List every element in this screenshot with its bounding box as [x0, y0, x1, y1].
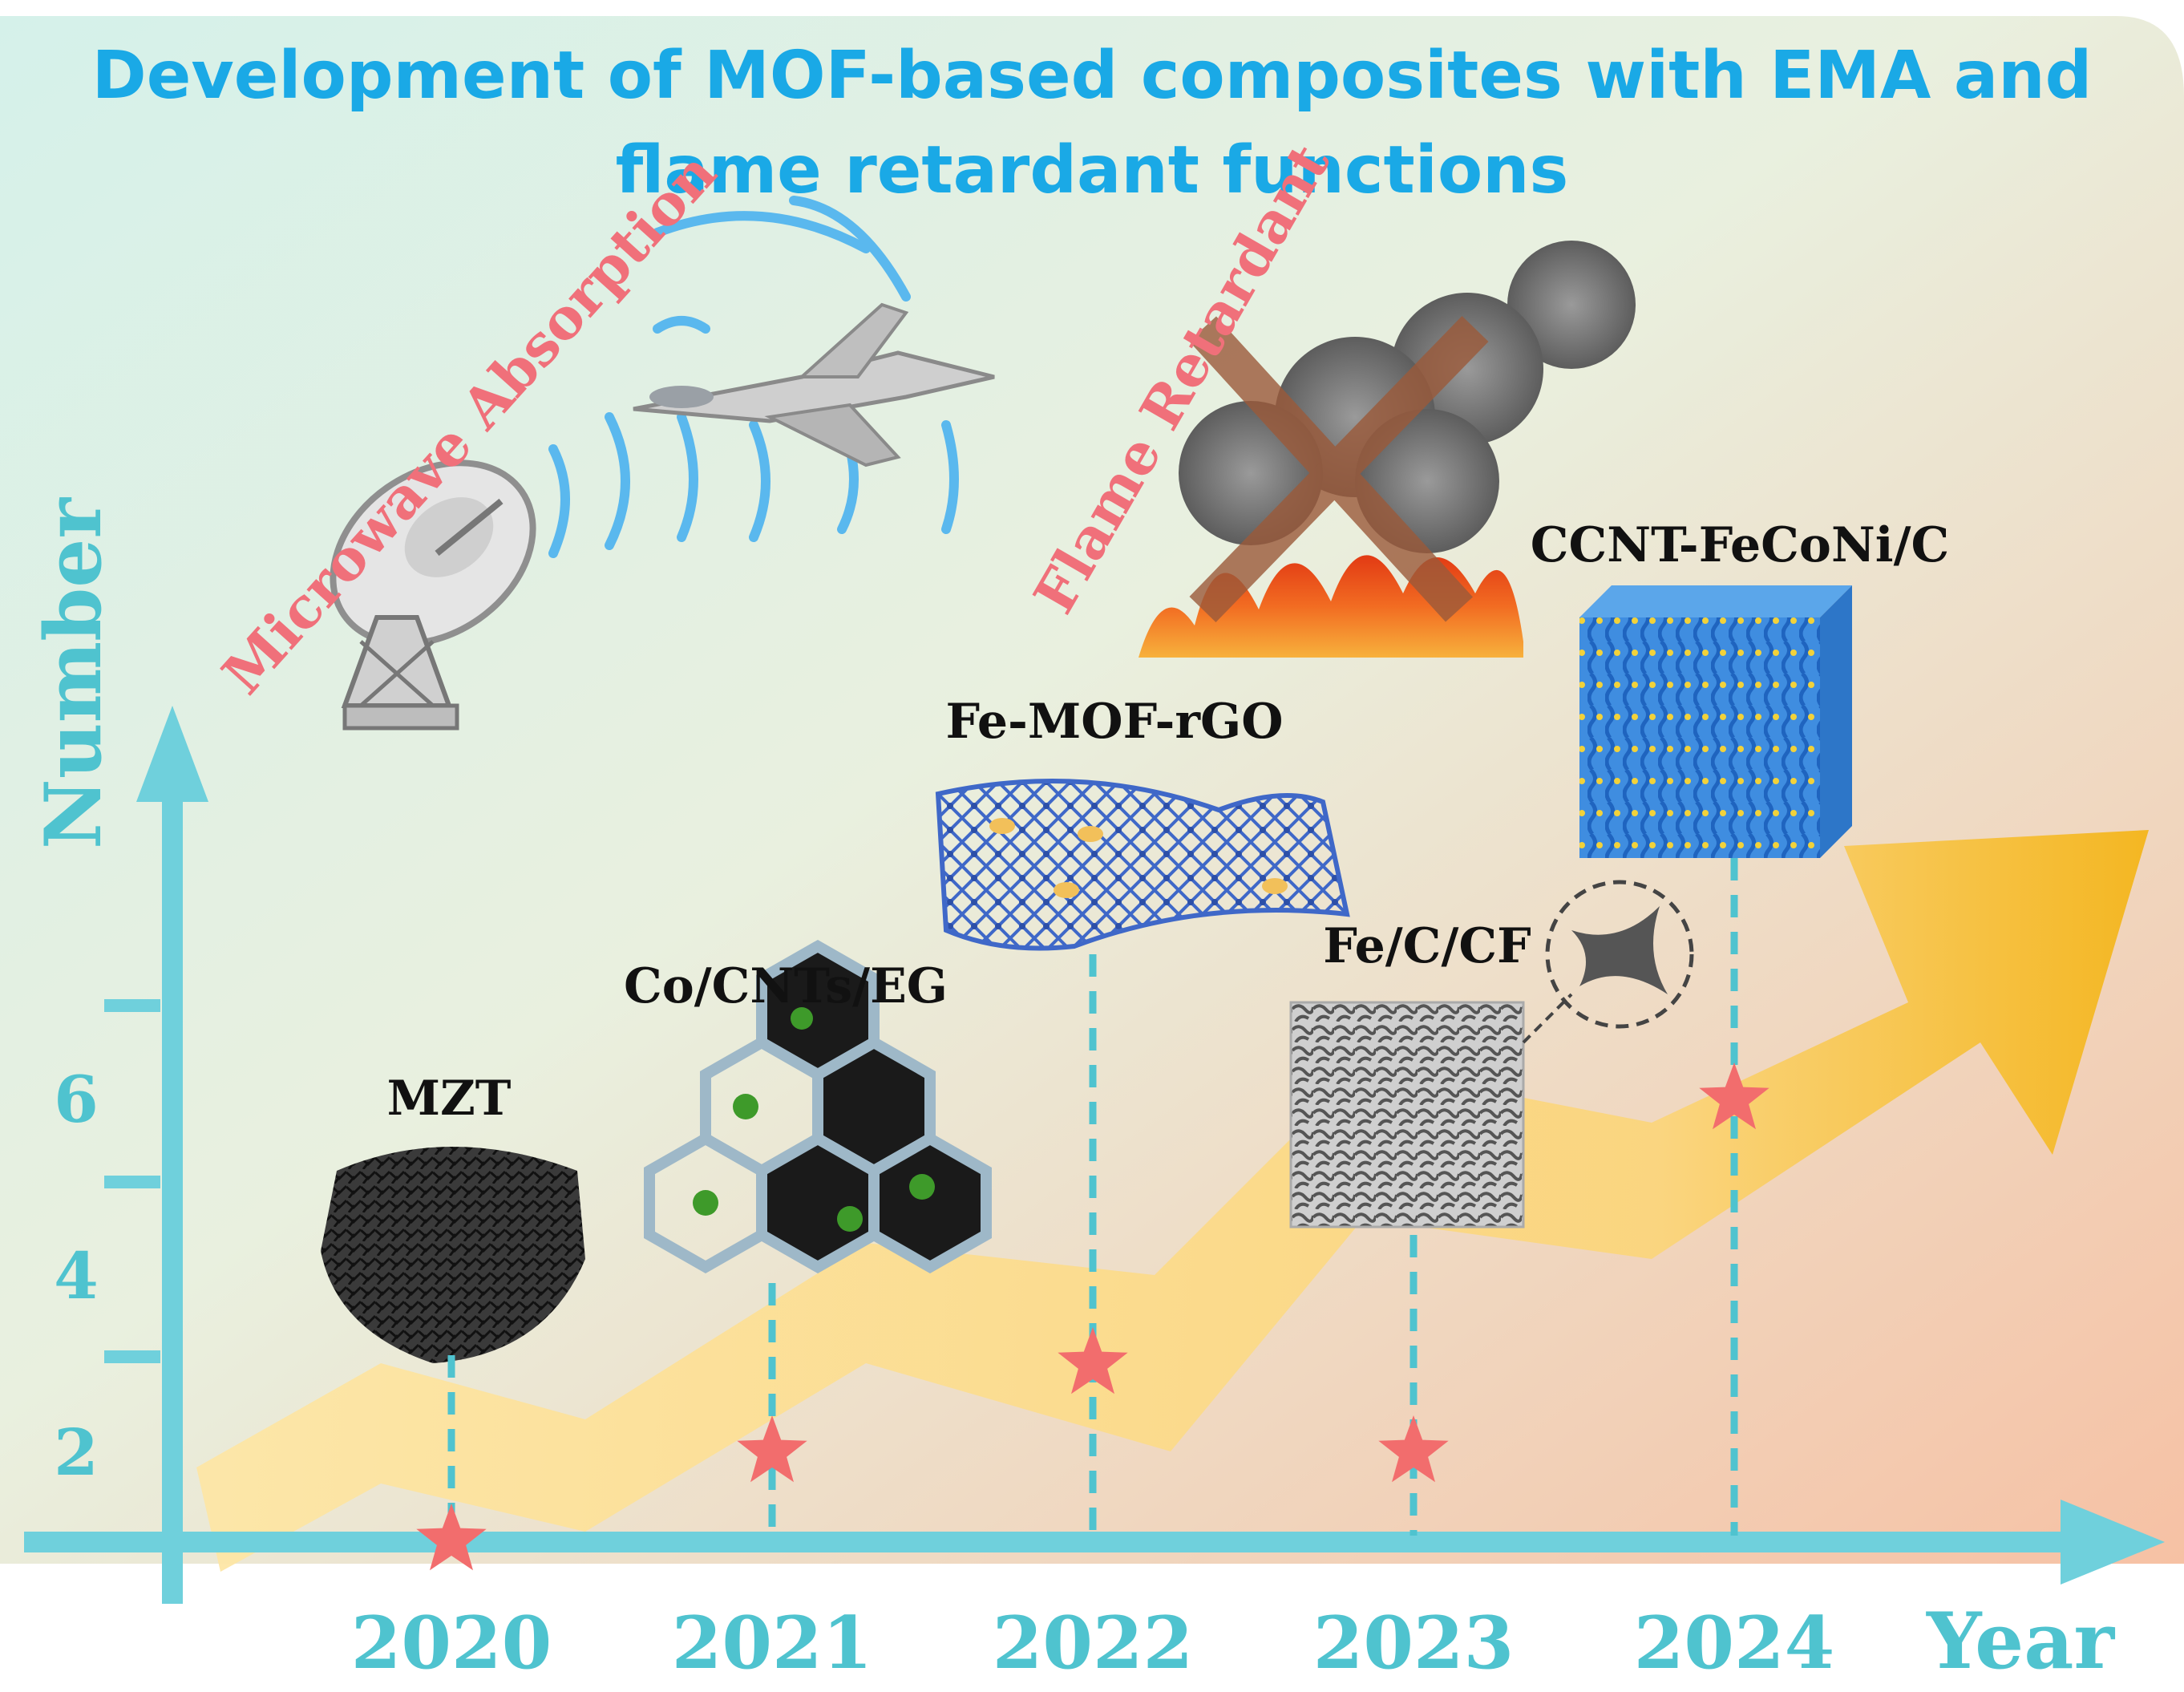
- ccnt-feconi-c-illustration: [1579, 585, 1852, 858]
- point-label: MZT: [387, 1071, 512, 1127]
- y-tick-label: 4: [54, 1238, 99, 1314]
- point-labels: MZT Co/CNTs/EG Fe-MOF-rGO Fe/C/CF CCNT-FeCoN…: [387, 517, 1950, 1127]
- title-line-2: flame retardant functions: [616, 132, 1569, 208]
- x-tick-label: 2021: [672, 1601, 873, 1686]
- x-axis: [24, 1500, 2165, 1585]
- y-tick-label: 2: [54, 1415, 99, 1490]
- x-tick-label: 2020: [351, 1601, 552, 1686]
- co-cnts-eg-illustration: [644, 939, 992, 1274]
- y-axis: [104, 706, 208, 1604]
- trend-arrow: [196, 830, 2149, 1572]
- mzt-illustration: [321, 1147, 585, 1363]
- point-label: Co/CNTs/EG: [624, 958, 948, 1014]
- fighter-jet-icon: [633, 302, 995, 468]
- y-axis-label: Number: [28, 497, 119, 849]
- fe-c-cf-illustration: [1289, 880, 1694, 1229]
- x-tick-label: 2022: [993, 1601, 1194, 1686]
- data-point-star: [1058, 1327, 1128, 1394]
- x-tick-label: 2023: [1313, 1601, 1515, 1686]
- x-ticks: 2020 2021 2022 2023 2024: [351, 1601, 1835, 1686]
- title-line-1: Development of MOF-based composites with…: [92, 38, 2093, 114]
- microwave-waves: [548, 196, 959, 558]
- point-label: CCNT-FeCoNi/C: [1531, 517, 1950, 573]
- point-label: Fe/C/CF: [1323, 918, 1531, 974]
- x-tick-label: 2024: [1634, 1601, 1835, 1686]
- y-ticks: 2 4 6: [54, 1062, 99, 1490]
- y-tick-label: 6: [54, 1062, 99, 1137]
- data-point-star: [737, 1415, 807, 1483]
- point-label: Fe-MOF-rGO: [946, 694, 1284, 750]
- x-axis-label: Year: [1926, 1596, 2115, 1686]
- data-point-star: [1699, 1063, 1769, 1130]
- radar-dish-icon: [330, 459, 536, 731]
- fe-mof-rgo-illustration: [935, 779, 1350, 951]
- data-point-star: [416, 1504, 487, 1571]
- data-point-star: [1378, 1415, 1449, 1483]
- data-points: [416, 858, 1769, 1571]
- cross-mark-icon: [1189, 315, 1489, 623]
